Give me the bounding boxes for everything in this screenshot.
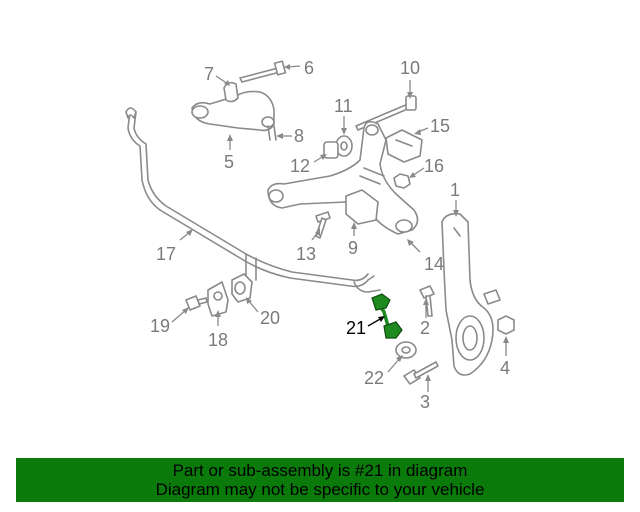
callout-14: 14 [424,254,444,274]
callout-17: 17 [156,244,176,264]
callout-12: 12 [290,156,310,176]
banner-line-1: Part or sub-assembly is #21 in diagram [172,461,468,480]
stabilizer-bar-part [125,107,381,293]
bushing-11-12-part [323,135,353,159]
bolt-3-part [403,361,439,385]
callout-11: 11 [334,96,353,116]
lower-control-arm-part [267,120,419,235]
stabilizer-link-21-part [371,293,403,339]
callout-20: 20 [260,308,280,328]
nut-22-part [395,341,417,359]
callout-10: 10 [400,58,420,78]
bolt-6-part [239,60,287,83]
callout-7: 7 [204,64,214,84]
bracket-18-part [207,281,229,317]
steering-knuckle-part [441,212,501,376]
bolt-19-part [185,295,208,311]
callout-1: 1 [450,180,460,200]
callout-21: 21 [346,318,366,338]
parts-diagram: 1 2 3 4 5 6 7 8 9 10 11 12 13 14 15 16 1… [125,58,515,412]
banner-line-2: Diagram may not be specific to your vehi… [155,480,485,499]
bushing-20-part [231,273,253,303]
leader-lines [171,64,509,392]
callout-8: 8 [294,126,304,146]
bolt-2-part [419,285,435,317]
callout-19: 19 [150,316,170,336]
callout-6: 6 [304,58,314,78]
info-banner: Part or sub-assembly is #21 in diagram D… [16,458,624,502]
callout-15: 15 [430,116,450,136]
upper-control-arm-part [191,81,277,141]
callout-3: 3 [420,392,430,412]
callout-4: 4 [500,358,510,378]
nut-4-part [497,315,515,335]
callout-13: 13 [296,244,316,264]
callout-18: 18 [208,330,228,350]
callout-5: 5 [224,152,234,172]
callout-2: 2 [420,318,430,338]
callout-9: 9 [348,238,358,258]
bracket-15-part [385,129,423,163]
callout-16: 16 [424,156,444,176]
callout-22: 22 [364,368,384,388]
nut-16-part [393,173,411,189]
